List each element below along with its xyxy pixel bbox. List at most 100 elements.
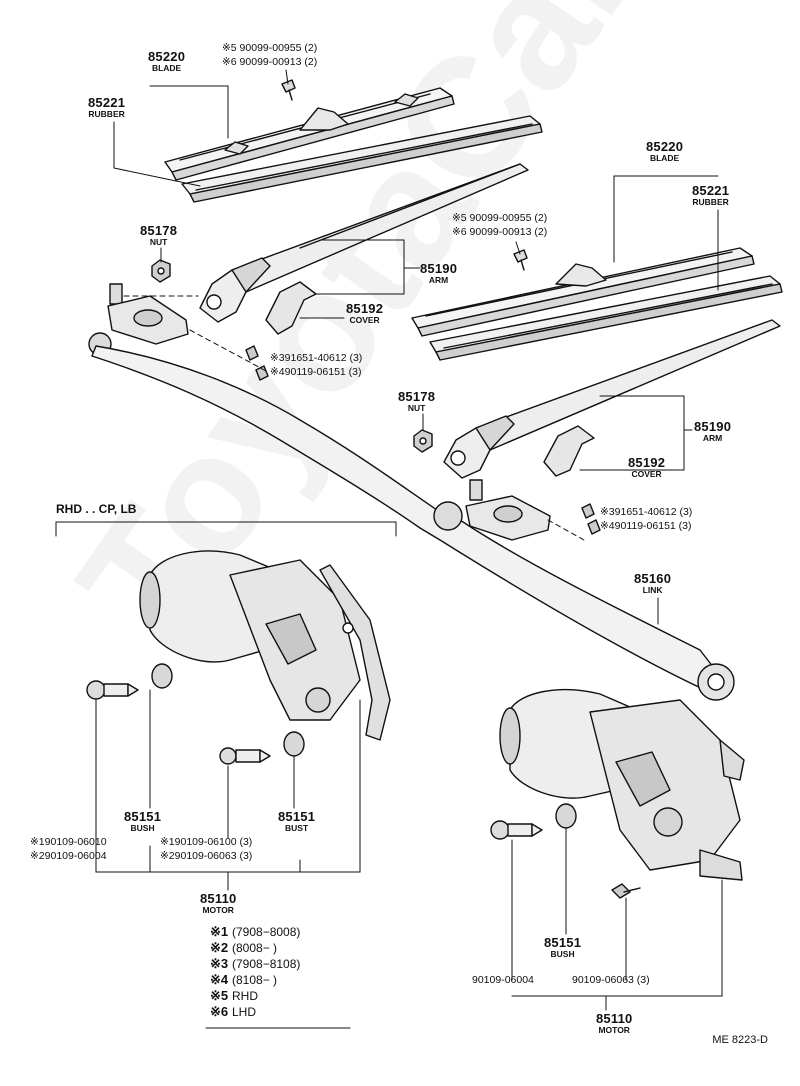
part-name: MOTOR xyxy=(202,905,234,915)
bush-icons-left xyxy=(86,663,305,765)
part-name: MOTOR xyxy=(598,1025,630,1035)
part-name: NUT xyxy=(149,237,168,247)
part-name: COVER xyxy=(349,315,380,325)
part-number: 85220 xyxy=(646,139,684,154)
label-motor-b: 85110 MOTOR xyxy=(596,1012,632,1035)
part-number: 85151 xyxy=(278,809,316,824)
part-number: 85192 xyxy=(346,301,384,316)
legend: ※1(7908−8008) ※2(8008− ) ※3(7908−8108) ※… xyxy=(210,924,300,1020)
legend-text: (8008− ) xyxy=(232,941,278,955)
wiper-blade-left xyxy=(164,87,455,181)
link-rod xyxy=(91,345,735,701)
screw-icon xyxy=(281,79,296,101)
wiper-rubber-left xyxy=(181,115,543,203)
legend-mark: ※4 xyxy=(210,972,229,987)
label-nut-left: 85178 NUT xyxy=(140,224,177,247)
legend-row: ※2(8008− ) xyxy=(210,940,300,956)
legend-text: RHD xyxy=(232,989,258,1003)
nut-icon xyxy=(151,259,171,283)
legend-text: (7908−8008) xyxy=(232,925,301,939)
note-screw-c: 90109-06004 xyxy=(472,974,534,986)
nut-icon-right xyxy=(413,429,433,453)
part-name: COVER xyxy=(631,469,662,479)
part-name: RUBBER xyxy=(88,109,125,119)
label-arm-right: 85190 ARM xyxy=(694,420,731,443)
wiper-blade-right xyxy=(411,247,755,337)
label-blade-right: 85220 BLADE xyxy=(646,140,683,163)
note-screw-d: 90109-06063 (3) xyxy=(572,974,650,986)
part-number: 85221 xyxy=(88,95,126,110)
leader-lines xyxy=(55,69,723,1029)
screw-icon-right xyxy=(513,249,528,271)
note-screw-1-b: ※190109-06100 (3) xyxy=(160,836,253,848)
note-screw-2-a: ※290109-06004 xyxy=(30,850,107,862)
legend-mark: ※3 xyxy=(210,956,229,971)
label-bush-a: 85151 BUSH xyxy=(124,810,161,833)
legend-text: LHD xyxy=(232,1005,257,1019)
wiper-rubber-right xyxy=(429,275,783,361)
bush-icons-right xyxy=(490,803,641,899)
part-number: 85192 xyxy=(628,455,666,470)
label-bush-b: 85151 BUST xyxy=(278,810,315,833)
part-number: 85151 xyxy=(124,809,162,824)
pivot-left xyxy=(88,283,189,356)
label-motor-a: 85110 MOTOR xyxy=(200,892,236,915)
note-bolt-a-left: ※391651-40612 (3) xyxy=(270,352,363,364)
label-blade-left: 85220 BLADE xyxy=(148,50,185,73)
wiper-arm-right xyxy=(443,319,781,479)
pivot-right xyxy=(465,479,551,541)
note-screw-lhd-left: ※6 90099-00913 (2) xyxy=(222,56,318,68)
part-name: RUBBER xyxy=(692,197,729,207)
label-nut-right: 85178 NUT xyxy=(398,390,435,413)
part-name: BUSH xyxy=(550,949,575,959)
part-name: BLADE xyxy=(649,153,680,163)
legend-mark: ※5 xyxy=(210,988,229,1003)
part-name: NUT xyxy=(407,403,426,413)
legend-row: ※3(7908−8108) xyxy=(210,956,300,972)
part-number: 85110 xyxy=(596,1011,633,1026)
part-name: BLADE xyxy=(151,63,182,73)
note-bolt-a-right: ※391651-40612 (3) xyxy=(600,506,693,518)
note-screw-lhd-right: ※6 90099-00913 (2) xyxy=(452,226,548,238)
part-name: BUSH xyxy=(130,823,155,833)
part-number: 85190 xyxy=(694,419,732,434)
label-bush-c: 85151 BUSH xyxy=(544,936,581,959)
note-screw-1-a: ※190109-06010 xyxy=(30,836,107,848)
legend-mark: ※1 xyxy=(210,924,229,939)
part-number: 85221 xyxy=(692,183,730,198)
legend-text: (7908−8108) xyxy=(232,957,301,971)
arm-cover-left xyxy=(265,281,317,335)
part-number: 85190 xyxy=(420,261,458,276)
legend-text: (8108− ) xyxy=(232,973,278,987)
label-cover-left: 85192 COVER xyxy=(346,302,383,325)
part-number: 85151 xyxy=(544,935,582,950)
part-number: 85178 xyxy=(398,389,436,404)
legend-mark: ※6 xyxy=(210,1004,229,1019)
part-number: 85220 xyxy=(148,49,186,64)
legend-row: ※1(7908−8008) xyxy=(210,924,300,940)
label-cover-right: 85192 COVER xyxy=(628,456,665,479)
label-rubber-left: 85221 RUBBER xyxy=(88,96,125,119)
note-screw-rhd-right: ※5 90099-00955 (2) xyxy=(452,212,548,224)
label-rubber-right: 85221 RUBBER xyxy=(692,184,729,207)
bolt-icons xyxy=(245,345,601,535)
part-name: BUST xyxy=(285,823,309,833)
part-name: ARM xyxy=(428,275,449,285)
wiper-motor-left xyxy=(139,550,391,741)
note-screw-rhd-left: ※5 90099-00955 (2) xyxy=(222,42,318,54)
note-bolt-b-right: ※490119-06151 (3) xyxy=(600,520,692,532)
part-name: LINK xyxy=(642,585,663,595)
part-number: 85178 xyxy=(140,223,178,238)
legend-mark: ※2 xyxy=(210,940,229,955)
part-number: 85160 xyxy=(634,571,672,586)
note-bolt-b-left: ※490119-06151 (3) xyxy=(270,366,362,378)
part-number: 85110 xyxy=(200,891,237,906)
label-link: 85160 LINK xyxy=(634,572,671,595)
wiper-arm-left xyxy=(199,163,529,323)
drawing-code: ME 8223-D xyxy=(712,1034,768,1046)
legend-row: ※4(8108− ) xyxy=(210,972,300,988)
